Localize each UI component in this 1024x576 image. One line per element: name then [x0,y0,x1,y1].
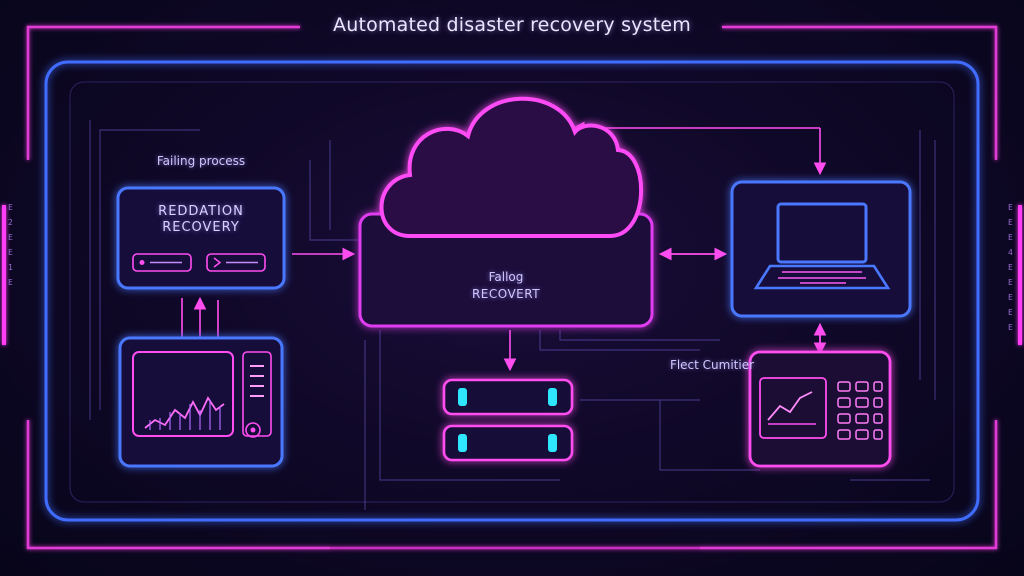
cloud-icon [358,96,654,328]
left-panel-caption: Failing process [156,154,246,168]
svg-text:E: E [1008,293,1013,302]
circuit-traces [89,120,936,510]
svg-text:E: E [1008,233,1013,242]
svg-text:E: E [1008,263,1013,272]
svg-text:1: 1 [8,263,13,272]
laptop-icon [730,180,912,318]
left-panel-line2: RECOVERY [162,220,240,235]
svg-text:4: 4 [1008,248,1013,257]
side-ticks [2,205,1022,345]
svg-text:E: E [8,233,13,242]
diagram-title: Automated disaster recovery system [333,14,691,36]
main-frame [44,60,980,522]
calculator-chart-icon [748,350,892,468]
side-glyphs: E2E E1E EEE 4EE EEE [8,203,1013,332]
svg-text:E: E [1008,218,1013,227]
svg-text:E: E [1008,323,1013,332]
server-rack-icon [442,378,574,462]
svg-text:2: 2 [8,218,13,227]
outer-frame [26,25,998,550]
left-panel [116,186,286,290]
center-node-line2: RECOVERT [471,287,541,301]
svg-text:E: E [8,203,13,212]
right-caption: Flect Cumitier [669,358,755,372]
svg-text:E: E [1008,203,1013,212]
svg-text:E: E [8,248,13,257]
svg-text:E: E [1008,308,1013,317]
svg-text:E: E [8,278,13,287]
monitor-chart-icon [118,336,284,468]
center-node-line1: Fallog [488,270,524,284]
svg-text:E: E [1008,278,1013,287]
left-panel-line1: REDDATION [158,204,244,219]
